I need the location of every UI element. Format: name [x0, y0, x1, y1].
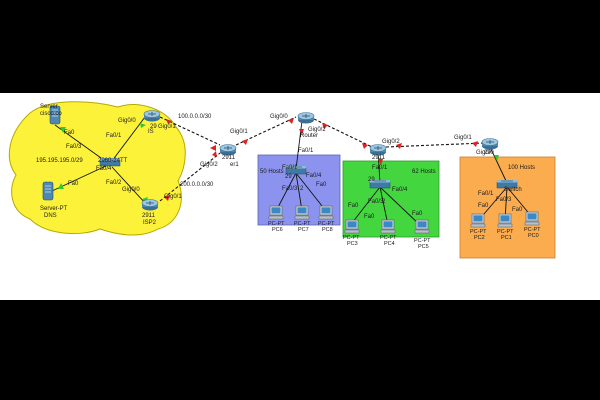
- isp2-gig01-label: Gig0/1: [164, 194, 182, 200]
- pc3-icon[interactable]: [344, 219, 360, 234]
- fa0-dns-label: Fa0: [68, 181, 79, 187]
- isp2-router-icon[interactable]: [141, 199, 159, 211]
- pc4-icon[interactable]: [380, 219, 396, 234]
- wan-subnet-isp2: 200.0.0.0/30: [180, 182, 214, 188]
- cloud-switch-label: 2960-24TT: [98, 158, 128, 164]
- pc6-type: PC-PT: [268, 221, 285, 227]
- blue-fa02-label: 2: [300, 186, 304, 192]
- orange-fa01-label: Fa0/1: [478, 191, 494, 197]
- zone-green-hosts: 62 Hosts: [412, 169, 436, 175]
- wan-subnet-isp1: 100.0.0.0/30: [178, 114, 212, 120]
- isp2-model-label: 2911: [142, 213, 156, 219]
- router3-icon[interactable]: [369, 144, 387, 156]
- green-fa0-a: Fa0: [348, 203, 359, 209]
- orange-fa0-b: Fa0: [512, 207, 523, 213]
- fa04-label: Fa0/4: [96, 166, 112, 172]
- blue-fa0-label: Fa0: [316, 182, 327, 188]
- isp2-gig00-label: Gig0/0: [122, 187, 140, 193]
- router4-model-label: 29: [484, 150, 491, 156]
- zone-blue-hosts: 50 Hosts: [260, 169, 284, 175]
- isp1-router-icon[interactable]: [143, 110, 161, 122]
- pc2-icon[interactable]: [470, 213, 486, 228]
- orange-switch-label: Switch: [504, 187, 522, 193]
- cloud-fa01-label: Fa0/1: [106, 133, 122, 139]
- server-cisco-label: Server: [40, 104, 58, 110]
- pc8-icon[interactable]: [318, 205, 334, 220]
- pc4-type: PC-PT: [380, 235, 397, 241]
- pc0-icon[interactable]: [524, 211, 540, 226]
- orange-fa03-label: Fa0/3: [496, 197, 512, 203]
- isp1-name-label: IS: [148, 129, 154, 135]
- router2-name-label: Router: [300, 133, 318, 139]
- router1-gig02-label: Gig0/2: [200, 162, 218, 168]
- green-fa0-b: Fa0: [364, 214, 375, 220]
- pc5-type: PC-PT: [414, 238, 431, 244]
- router1-gig00-label: Gig0/0: [270, 114, 288, 120]
- zone-orange-area: [459, 156, 556, 259]
- orange-fa0-a: Fa0: [478, 203, 489, 209]
- pc8-name: PC8: [322, 227, 333, 233]
- isp2-name-label: ISP2: [143, 220, 157, 226]
- router2-icon[interactable]: [297, 112, 315, 124]
- pc7-name: PC7: [298, 227, 309, 233]
- blue-switch-label: 29: [285, 174, 292, 180]
- isp-cloud: [8, 101, 186, 236]
- green-switch-label: 29: [368, 177, 375, 183]
- pc7-type: PC-PT: [294, 221, 311, 227]
- green-fa02-label: 2: [382, 199, 386, 205]
- green-fa03-label: Fa0/3: [368, 199, 384, 205]
- router3-gig02-label: Gig0/2: [382, 139, 400, 145]
- blue-fa01-label: Fa0/1: [282, 165, 298, 171]
- router1-model-label: 2911: [222, 155, 236, 161]
- router4-icon[interactable]: [481, 138, 499, 150]
- router1-name-label: er1: [230, 162, 239, 168]
- pc2-type: PC-PT: [470, 229, 487, 235]
- pc6-icon[interactable]: [268, 205, 284, 220]
- blue-fa04-label: Fa0/4: [306, 173, 322, 179]
- topology-diagram: Server cisco.co Fa0 Fa0/3 195.195.195.0/…: [8, 101, 556, 259]
- green-fa04-label: Fa0/4: [392, 187, 408, 193]
- isp1-gig01-label: Gig0/1: [158, 124, 176, 130]
- pc1-type: PC-PT: [497, 229, 514, 235]
- pc3-type: PC-PT: [343, 235, 360, 241]
- pc5-icon[interactable]: [414, 219, 430, 234]
- green-fa0-c: Fa0: [412, 211, 423, 217]
- pc0-type: PC-PT: [524, 227, 541, 233]
- blue-fa03-label: Fa0/3: [282, 186, 298, 192]
- router4-gig00-label: Gig0/0: [476, 150, 494, 156]
- pc6-name: PC6: [272, 227, 283, 233]
- server-dns-icon[interactable]: [42, 181, 54, 201]
- pc1-name: PC1: [501, 235, 512, 241]
- pc1-icon[interactable]: [497, 213, 513, 228]
- server-dns-name: DNS: [44, 213, 57, 219]
- pc0-name: PC0: [528, 233, 539, 239]
- router4-gig01-label: Gig0/1: [454, 135, 472, 141]
- router3-model-label: 2911: [372, 155, 386, 161]
- router2-fa01-label: Fa0/1: [298, 148, 314, 154]
- subnet-195-label: 195.195.195.0/29: [36, 158, 83, 164]
- pc4-name: PC4: [384, 241, 395, 247]
- router1-icon[interactable]: [219, 144, 237, 156]
- fa0-server-label: Fa0: [64, 130, 75, 136]
- green-fa01-label: Fa0/1: [372, 165, 388, 171]
- pc7-icon[interactable]: [294, 205, 310, 220]
- server-cisco-sublabel: cisco.co: [40, 111, 62, 117]
- router2-gig02-label: Gig0/2: [308, 127, 326, 133]
- isp1-model-label: 29: [150, 124, 157, 130]
- topology-canvas: Server cisco.co Fa0 Fa0/3 195.195.195.0/…: [0, 93, 600, 300]
- pc5-name: PC5: [418, 244, 429, 250]
- pc3-name: PC3: [347, 241, 358, 247]
- pc2-name: PC2: [474, 235, 485, 241]
- zone-orange-hosts: 100 Hosts: [508, 165, 535, 171]
- server-dns-type: Server-PT: [40, 206, 68, 212]
- cloud-fa02-label: Fa0/2: [106, 180, 122, 186]
- router1-gig01-label: Gig0/1: [230, 129, 248, 135]
- fa03-label: Fa0/3: [66, 144, 82, 150]
- pc8-type: PC-PT: [318, 221, 335, 227]
- isp1-gig00-label: Gig0/0: [118, 118, 136, 124]
